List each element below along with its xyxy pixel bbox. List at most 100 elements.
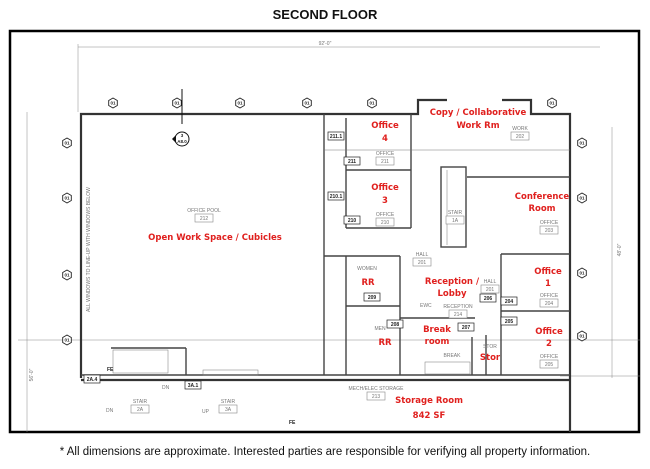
section-number: 3 <box>181 133 184 138</box>
door-tag-text: 206 <box>484 296 493 302</box>
room-tag-box <box>539 298 559 308</box>
label-office-3: Office <box>371 183 399 193</box>
window-tag-text: 01 <box>64 196 70 201</box>
room-tag: WOMEN <box>357 266 377 272</box>
room-tag: MEN <box>374 326 386 332</box>
window-tag: 01 <box>235 97 245 109</box>
section-sheet: A8.0 <box>177 139 187 144</box>
hexagon-icon <box>547 97 557 109</box>
room-tag-number: 213 <box>372 394 381 400</box>
label-office-4-num: 4 <box>382 134 388 144</box>
room-tags: OFFICE POOL212OFFICE211OFFICE210WORK202S… <box>130 126 559 414</box>
hexagon-icon <box>62 137 72 149</box>
room-tag-box <box>539 359 559 369</box>
window-tag-text: 01 <box>64 273 70 278</box>
window-tag: 01 <box>577 192 587 204</box>
hexagon-icon <box>172 97 182 109</box>
window-tag: 01 <box>577 267 587 279</box>
room-tag-number: 205 <box>545 362 554 368</box>
door-tag: 3A.1 <box>184 380 202 390</box>
room-tag-number: 2A <box>137 407 144 413</box>
label-stor: Stor <box>480 353 501 363</box>
room-tag-name: OFFICE <box>540 220 559 226</box>
hexagon-icon <box>577 137 587 149</box>
room-tag-number: 214 <box>454 312 463 318</box>
room-tag-number: 202 <box>516 134 525 140</box>
door-tag-text: 2A.4 <box>87 377 98 383</box>
hexagon-icon <box>367 97 377 109</box>
hexagon-icon <box>62 334 72 346</box>
label-office-4: Office <box>371 121 399 131</box>
window-tag: 01 <box>62 269 72 281</box>
room-tag: OFFICE 203 <box>539 220 559 235</box>
ewc-label: EWC <box>420 303 432 309</box>
room-tag-box <box>375 156 395 166</box>
window-tag-text: 01 <box>549 101 555 106</box>
room-tag: HALL 201 <box>480 279 500 294</box>
room-tag-box <box>194 213 214 223</box>
room-tag: STOR <box>483 344 497 350</box>
label-conference-2: Room <box>528 204 555 214</box>
room-tag-box <box>510 131 530 141</box>
room-tag-box <box>375 217 395 227</box>
fe-label: FE <box>107 367 114 373</box>
label-storage-sf: 842 SF <box>413 411 446 421</box>
width-dimension: 92'-0" <box>319 41 332 47</box>
window-tag-text: 01 <box>304 101 310 106</box>
room-tag-name: MECH/ELEC STORAGE <box>349 386 405 392</box>
room-tag-name: RECEPTION <box>443 304 473 310</box>
door-tag: 207 <box>457 322 475 332</box>
hexagon-icon <box>62 269 72 281</box>
door-tag-text: 211 <box>348 159 356 165</box>
label-copy-room: Copy / Collaborative <box>430 108 527 118</box>
door-tag-text: 204 <box>505 299 514 305</box>
window-tag: 01 <box>62 334 72 346</box>
door-tag: 204 <box>500 296 518 306</box>
window-tag-text: 01 <box>579 141 585 146</box>
hexagon-icon <box>108 97 118 109</box>
room-tag-name: OFFICE <box>376 151 395 157</box>
hexagon-icon <box>62 192 72 204</box>
door-tag: 2A.4 <box>83 374 101 384</box>
label-office-2-num: 2 <box>546 339 552 349</box>
window-tag: 01 <box>577 330 587 342</box>
fe-label-2: FE <box>289 420 296 426</box>
window-tag-text: 01 <box>110 101 116 106</box>
window-tag-text: 01 <box>579 196 585 201</box>
room-tag-number: 201 <box>486 287 495 293</box>
space-labels: Open Work Space / Cubicles Office 4 Offi… <box>148 108 569 421</box>
room-tag-number: 212 <box>200 216 209 222</box>
room-tag-box <box>130 404 150 414</box>
label-reception-2: Lobby <box>438 289 467 299</box>
room-tag: WORK 202 <box>510 126 530 141</box>
room-tag-name: BREAK <box>444 353 462 359</box>
door-tag: 206 <box>479 293 497 303</box>
room-tag-name: WOMEN <box>357 266 377 272</box>
room-tag-name: WORK <box>512 126 528 132</box>
room-tag-name: STOR <box>483 344 497 350</box>
room-tag-number: 1A <box>452 218 459 224</box>
room-tag-name: STAIR <box>448 210 463 216</box>
window-tag: 01 <box>547 97 557 109</box>
hexagon-icon <box>577 192 587 204</box>
window-tag-text: 01 <box>64 141 70 146</box>
label-break: Break <box>423 325 451 335</box>
window-tag: 01 <box>367 97 377 109</box>
room-tag-name: HALL <box>484 279 497 285</box>
hexagon-icon <box>577 330 587 342</box>
hexagon-icon <box>302 97 312 109</box>
footnote: * All dimensions are approximate. Intere… <box>60 446 591 458</box>
door-tag-text: 207 <box>462 325 471 331</box>
label-rr-women: RR <box>361 278 375 288</box>
label-office-1-num: 1 <box>545 279 551 289</box>
door-tag: 205 <box>500 316 518 326</box>
room-tag-number: 203 <box>545 228 554 234</box>
label-office-3-num: 3 <box>382 196 388 206</box>
label-reception: Reception / <box>425 277 480 287</box>
